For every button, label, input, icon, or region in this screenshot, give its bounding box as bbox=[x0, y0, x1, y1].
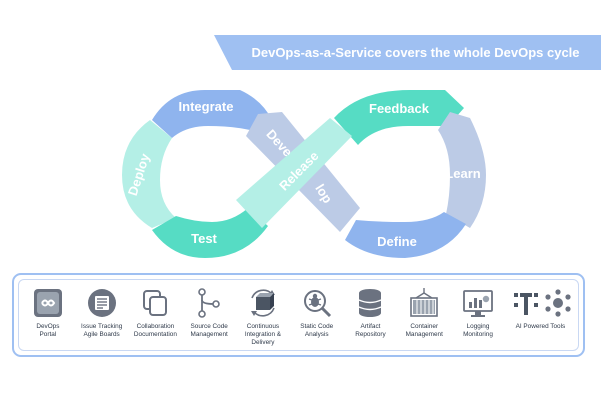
label-integrate: Integrate bbox=[179, 99, 234, 114]
tool-label: Container Management bbox=[405, 323, 443, 338]
tool-source-code[interactable]: Source Code Management bbox=[182, 286, 236, 339]
tool-static-analysis[interactable]: Static Code Analysis bbox=[290, 286, 344, 339]
tools-row: DevOps Portal Issue Tracking Agile Board… bbox=[18, 279, 579, 351]
segment-define bbox=[345, 212, 466, 258]
tool-label: DevOps Portal bbox=[36, 323, 60, 338]
devops-infinity-loop: Integrate Deploy Test Deve lop Release F… bbox=[122, 90, 486, 258]
devops-portal-icon bbox=[33, 289, 62, 317]
tool-label: Issue Tracking Agile Boards bbox=[81, 323, 123, 338]
label-feedback: Feedback bbox=[369, 101, 430, 116]
label-learn: Learn bbox=[445, 166, 480, 181]
ci-cd-icon bbox=[250, 289, 275, 317]
container-icon bbox=[410, 288, 439, 317]
artifact-repository-icon bbox=[359, 289, 382, 317]
title-banner: DevOps-as-a-Service covers the whole Dev… bbox=[214, 35, 601, 70]
monitoring-icon bbox=[463, 290, 493, 317]
ai-tools-icon bbox=[514, 289, 572, 317]
static-analysis-icon bbox=[303, 290, 331, 318]
tool-container[interactable]: Container Management bbox=[397, 286, 451, 339]
label-define: Define bbox=[377, 234, 417, 249]
collaboration-icon bbox=[143, 290, 168, 316]
banner-title: DevOps-as-a-Service covers the whole Dev… bbox=[251, 45, 580, 60]
segment-release bbox=[236, 118, 352, 228]
tool-label: Logging Monitoring bbox=[463, 323, 493, 338]
segment-learn bbox=[438, 112, 486, 228]
tool-label: Static Code Analysis bbox=[300, 323, 334, 338]
tool-ci-cd[interactable]: Continuous Integration & Delivery bbox=[236, 286, 290, 347]
segment-integrate bbox=[152, 90, 272, 138]
tool-ai-powered[interactable]: AI Powered Tools bbox=[505, 286, 576, 331]
tool-label: Continuous Integration & Delivery bbox=[244, 323, 282, 346]
tool-issue-tracking[interactable]: Issue Tracking Agile Boards bbox=[75, 286, 129, 339]
tool-collaboration[interactable]: Collaboration Documentation bbox=[129, 286, 183, 339]
tool-label: Collaboration Documentation bbox=[133, 323, 177, 338]
segment-deploy bbox=[122, 120, 176, 228]
label-test: Test bbox=[191, 231, 217, 246]
tool-artifact-repository[interactable]: Artifact Repository bbox=[344, 286, 398, 339]
tool-label: AI Powered Tools bbox=[515, 323, 566, 330]
tool-label: Artifact Repository bbox=[355, 323, 386, 338]
source-code-icon bbox=[198, 288, 220, 318]
tools-panel: DevOps Portal Issue Tracking Agile Board… bbox=[12, 273, 585, 357]
tool-monitoring[interactable]: Logging Monitoring bbox=[451, 286, 505, 339]
issue-tracking-icon bbox=[87, 289, 116, 317]
segment-feedback bbox=[334, 90, 464, 145]
tool-devops-portal[interactable]: DevOps Portal bbox=[21, 286, 75, 339]
segment-test bbox=[152, 208, 268, 258]
tool-label: Source Code Management bbox=[190, 323, 228, 338]
